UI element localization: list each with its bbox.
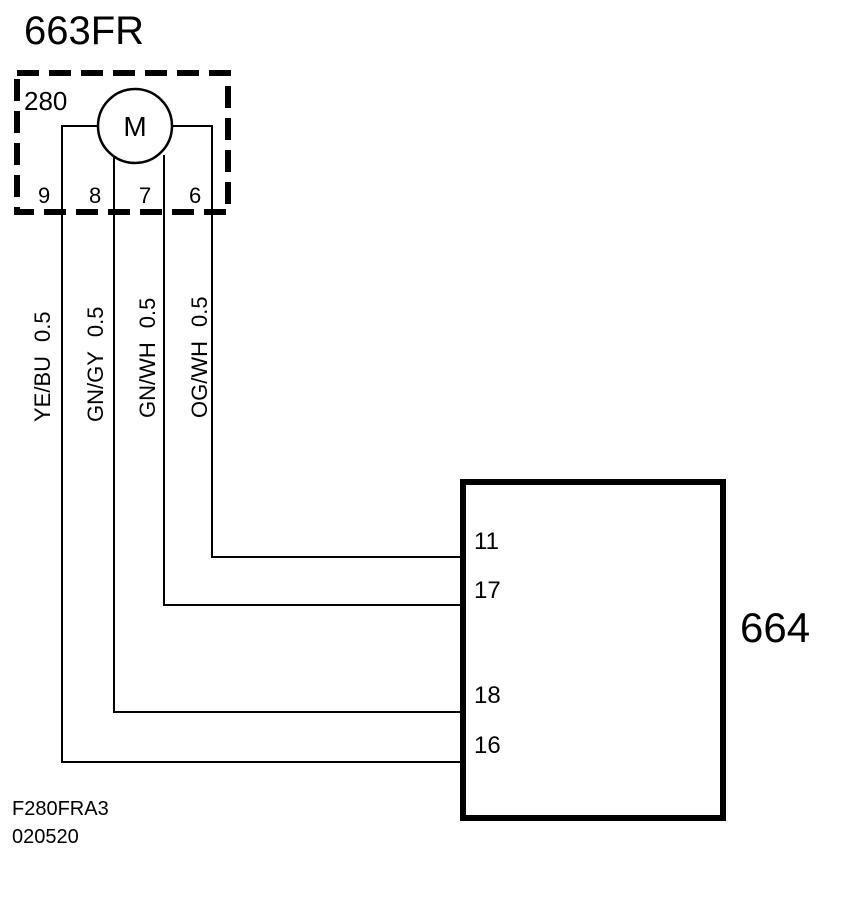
component-663fr-label: 663FR xyxy=(24,9,144,53)
wire-size-ye-bu: 0.5 xyxy=(30,311,55,342)
pin-label-6: 6 xyxy=(189,183,201,208)
component-664-label: 664 xyxy=(740,604,810,651)
connector-280-label: 280 xyxy=(24,86,67,116)
motor-lead-pin6 xyxy=(172,125,213,212)
wire-gn-wh xyxy=(163,212,462,606)
wire-color-og-wh: OG/WH xyxy=(187,341,212,418)
pin-label-11: 11 xyxy=(474,528,499,555)
footer-date: 020520 xyxy=(12,826,79,848)
wire-color-gn-wh: GN/WH xyxy=(135,342,160,418)
pin-label-17: 17 xyxy=(474,577,501,604)
wire-label-gn-wh: GN/WH 0.5 xyxy=(135,298,160,418)
pin-label-7: 7 xyxy=(139,183,151,208)
wire-label-gn-gy: GN/GY 0.5 xyxy=(83,307,108,423)
wire-color-gn-gy: GN/GY xyxy=(83,351,108,422)
motor-lead-pin9 xyxy=(61,125,98,212)
pin-label-16: 16 xyxy=(474,732,501,759)
wire-label-og-wh: OG/WH 0.5 xyxy=(187,296,212,418)
pin-label-9: 9 xyxy=(38,183,50,208)
wire-color-ye-bu: YE/BU xyxy=(30,356,55,422)
pin-label-8: 8 xyxy=(89,183,101,208)
wire-gn-gy xyxy=(113,212,462,713)
wire-size-gn-gy: 0.5 xyxy=(83,307,108,338)
wire-size-gn-wh: 0.5 xyxy=(135,298,160,329)
motor-symbol-label: M xyxy=(123,111,146,142)
component-664-box xyxy=(460,479,726,821)
pin-label-18: 18 xyxy=(474,682,501,709)
wire-size-og-wh: 0.5 xyxy=(187,296,212,327)
connector-280-dashed-box xyxy=(14,70,231,215)
footer-code: F280FRA3 xyxy=(12,798,109,820)
wire-ye-bu xyxy=(61,212,462,763)
wire-label-ye-bu: YE/BU 0.5 xyxy=(30,311,55,422)
wire-og-wh xyxy=(211,212,462,558)
